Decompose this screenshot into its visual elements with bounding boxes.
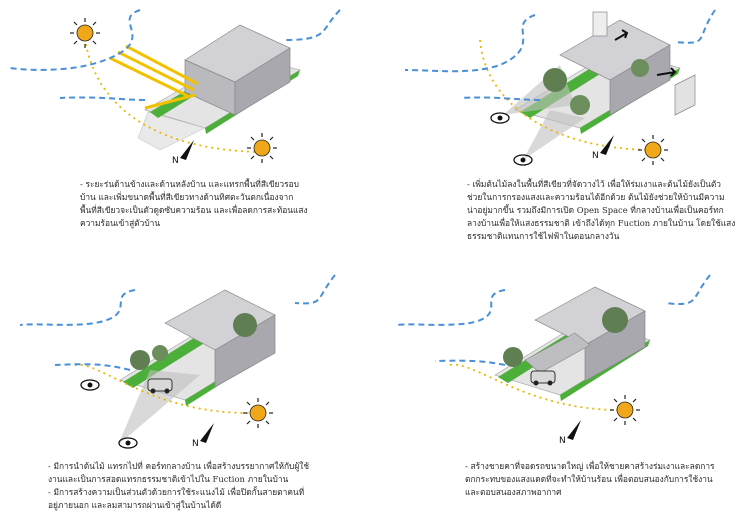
- green-strip: [123, 328, 222, 388]
- view-cone: [118, 370, 200, 445]
- eye-icon: [490, 112, 510, 124]
- caption-text: - มีการนำต้นไม้ แทรกไปที่ คอร์ทกลางบ้าน …: [48, 461, 310, 510]
- wind-arrow-icon: [434, 359, 506, 366]
- diagram-panel-3: N - มีการนำต้นไม้ แทรกไปที่ คอร์ทกลางบ้า…: [0, 265, 375, 530]
- north-label: N: [592, 151, 599, 161]
- diagram-panel-4: N - สร้างชายคาที่จอดรถขนาดใหญ่ เพื่อให้ช…: [375, 265, 750, 530]
- sun-icon: [243, 398, 273, 428]
- eye-icon: [80, 379, 100, 391]
- wind-arrow-icon: [54, 363, 131, 371]
- caption-text: - สร้างชายคาที่จอดรถขนาดใหญ่ เพื่อให้ชาย…: [465, 461, 715, 497]
- car-icon: [147, 378, 173, 394]
- north-arrow-icon: [600, 135, 614, 155]
- sun-icon: [247, 133, 277, 163]
- carport-roof: [524, 332, 591, 374]
- north-arrow-icon: [180, 140, 194, 160]
- arrow-icon: [656, 67, 677, 77]
- north-label: N: [172, 156, 179, 166]
- neighbour-block: [674, 74, 696, 116]
- wind-arrow-icon: [674, 9, 716, 44]
- wind-arrow-icon: [459, 96, 541, 101]
- sun-path: [84, 37, 261, 153]
- wind-arrow-icon: [394, 289, 506, 326]
- tree: [570, 95, 590, 115]
- wind-arrow-icon: [9, 9, 141, 71]
- wind-arrow-icon: [664, 274, 711, 305]
- building-wall: [234, 47, 291, 116]
- wind-arrow-icon: [284, 9, 341, 41]
- diagram-panel-2: N - เพิ่มต้นไม้ลงในพื้นที่สีเขียวที่จัดว…: [375, 0, 750, 265]
- north-arrow-icon: [200, 423, 214, 443]
- massing-diagram-3: N: [19, 274, 336, 449]
- tree: [631, 59, 649, 77]
- diagram-panel-1: N - ระยะร่นด้านข้างและด้านหลังบ้าน และแท…: [0, 0, 375, 265]
- sun-icon: [638, 135, 668, 165]
- tree: [503, 347, 523, 367]
- wind-arrow-icon: [19, 289, 136, 326]
- eye-icon: [513, 154, 533, 166]
- view-cone: [523, 110, 585, 160]
- sun-path: [449, 363, 621, 411]
- wind-arrow-icon: [59, 96, 146, 101]
- caption-text: - เพิ่มต้นไม้ลงในพื้นที่สีเขียวที่จัดวาง…: [467, 179, 736, 241]
- massing-diagram-4: N: [394, 274, 711, 446]
- north-arrow-icon: [567, 420, 581, 440]
- heat-ray-icon: [109, 44, 199, 110]
- sun-icon: [70, 18, 100, 48]
- massing-diagram-1: N: [9, 9, 341, 166]
- neighbour-block: [592, 11, 608, 37]
- site-driveway: [137, 111, 206, 151]
- sun-icon: [610, 395, 640, 425]
- tree: [543, 68, 567, 92]
- tree: [233, 313, 257, 337]
- tree: [130, 350, 150, 370]
- caption-text: - ระยะร่นด้านข้างและด้านหลังบ้าน และแทรก…: [80, 179, 308, 228]
- arrow-icon: [614, 29, 629, 41]
- massing-diagram-2: N: [404, 9, 716, 166]
- north-label: N: [192, 439, 199, 449]
- tree: [602, 307, 628, 333]
- car-icon: [530, 370, 556, 386]
- eye-icon: [118, 437, 138, 449]
- wind-arrow-icon: [404, 14, 536, 73]
- tree: [152, 345, 168, 361]
- north-label: N: [559, 436, 566, 446]
- wind-arrow-icon: [294, 274, 336, 305]
- building-wall: [609, 44, 671, 116]
